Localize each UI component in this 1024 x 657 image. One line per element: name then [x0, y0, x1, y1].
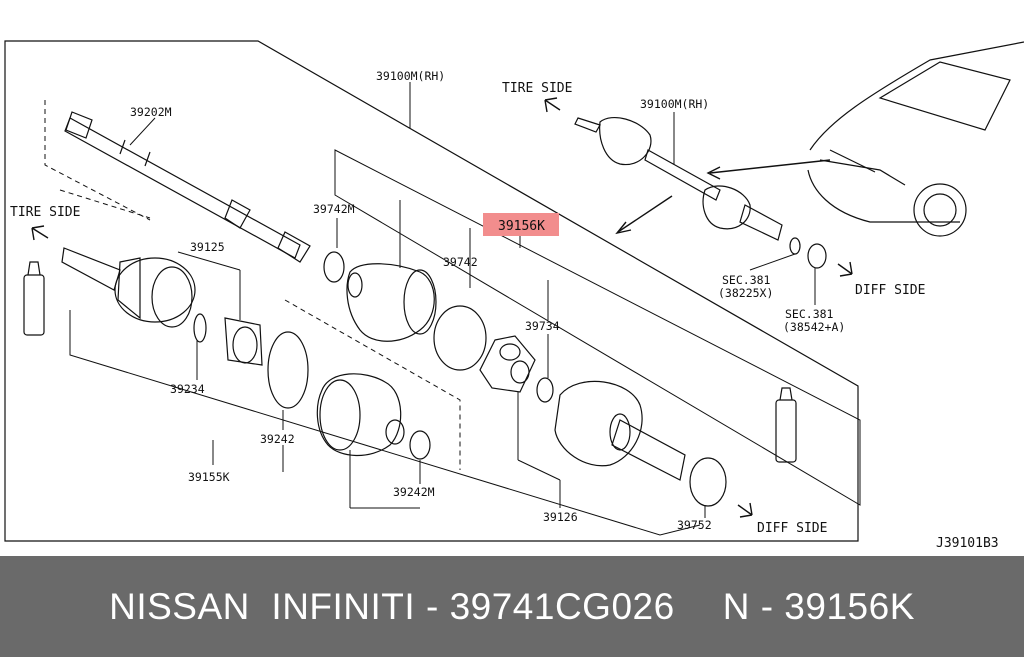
label-diagram-code: J39101B3: [936, 536, 999, 551]
label-band-3: 39242: [260, 432, 295, 446]
direction-arrows: [31, 97, 853, 518]
label-shaft: 39202M: [130, 105, 172, 119]
label-boot-band-2: 39742: [443, 255, 478, 269]
outer-joint: [61, 247, 196, 328]
boot-bottom: [316, 373, 405, 457]
label-highlight-part: 39156K: [498, 219, 545, 234]
leader-lines: [129, 82, 816, 518]
label-seal: 39752: [677, 518, 712, 532]
parts-diagram: 39100M(RH) 39100M(RH) 39202M 39742M 3915…: [4, 40, 1024, 551]
label-shaft-rh-car: 39100M(RH): [640, 97, 709, 111]
grease-bottle-right: [775, 387, 797, 463]
label-sec-381-b: SEC.381: [785, 307, 834, 321]
part-number-banner: NISSAN INFINITI - 39741CG026 N - 39156K: [0, 556, 1024, 657]
label-tire-side-left: TIRE SIDE: [10, 205, 80, 220]
grease-bottle-left: [23, 261, 45, 336]
label-circlip: 39234: [170, 382, 205, 396]
label-housing: 39126: [543, 510, 578, 524]
brand-part-number: NISSAN INFINITI - 39741CG026: [109, 585, 675, 627]
tripod-39734: [479, 335, 536, 393]
car-illustration: [807, 41, 1024, 237]
boot-dashed-box: [284, 299, 461, 470]
boot-bands: [267, 251, 554, 460]
assembly-outline: [334, 149, 861, 506]
label-diff-side-bottom: DIFF SIDE: [757, 521, 827, 536]
label-snap-ring-1: 39125: [190, 240, 225, 254]
shaft-39202m: [64, 111, 311, 263]
diagram-frame: [4, 40, 859, 542]
label-shaft-rh-top: 39100M(RH): [376, 69, 445, 83]
label-diff-side-top: DIFF SIDE: [855, 283, 925, 298]
label-tire-side-top: TIRE SIDE: [502, 81, 572, 96]
boot-top: [346, 263, 437, 342]
label-joint-kit: 39155K: [188, 470, 230, 484]
highlight-box: [483, 213, 559, 236]
tire-dashed-line: [59, 189, 151, 219]
kit-bracket: [69, 310, 701, 536]
housing-39126: [554, 380, 727, 507]
label-sec-381-a-ref: (38225X): [718, 286, 773, 300]
label-snap-ring-2: 39734: [525, 319, 560, 333]
tripod-joint: [193, 313, 263, 366]
shaft-dashed-box: [44, 100, 151, 221]
label-sec-381-b-ref: (38542+A): [783, 320, 845, 334]
label-boot-band-1: 39742M: [313, 202, 355, 216]
label-band-4: 39242M: [393, 485, 435, 499]
reference-number: N - 39156K: [722, 585, 915, 627]
label-sec-381-a: SEC.381: [722, 273, 771, 287]
